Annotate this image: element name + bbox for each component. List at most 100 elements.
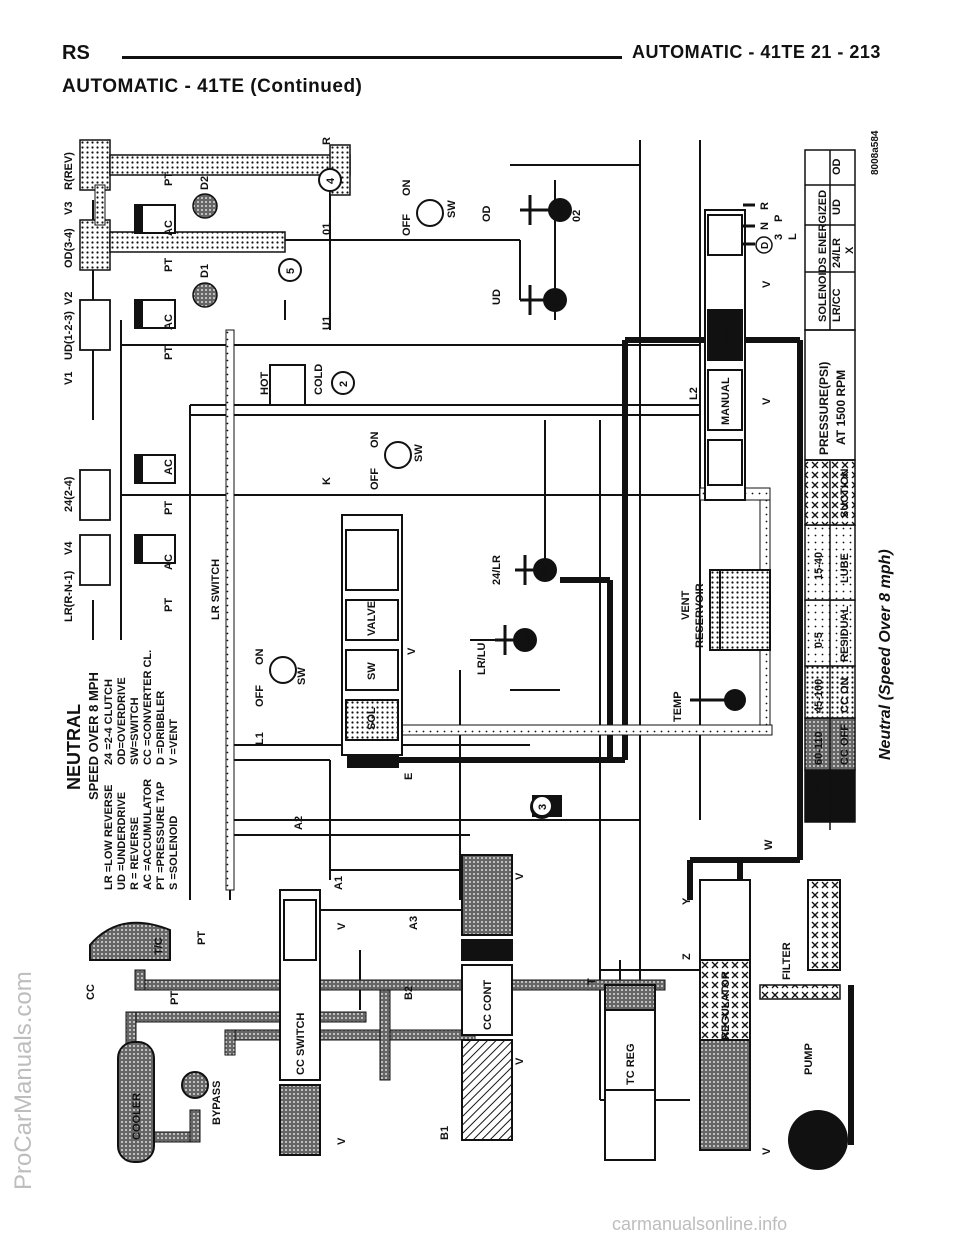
label-vent-a: VENT — [680, 590, 692, 620]
passage-24-lr: 24/LR — [491, 555, 503, 585]
passage-a3: A3 — [408, 916, 420, 930]
solenoids-header-0v: LR/CC — [831, 288, 843, 322]
switch1-on: ON — [254, 648, 266, 665]
passage-k: K — [321, 477, 333, 485]
legend-left-4: PT =PRESSURE TAP — [155, 782, 167, 890]
switch1-sw: SW — [296, 667, 308, 685]
header-rule — [122, 56, 622, 59]
label-cooler: COOLER — [131, 1093, 143, 1140]
passage-l2: L2 — [688, 387, 700, 400]
legend-right-5: V =VENT — [168, 719, 180, 765]
switch3-off: OFF — [401, 214, 413, 236]
switch3-sw: SW — [446, 200, 458, 218]
solenoids-title: SOLENOIDS ENERGIZED — [817, 190, 829, 322]
passage-v4: V4 — [63, 541, 75, 555]
passage-a2: A2 — [293, 816, 305, 830]
label-circle-4: 4 — [325, 177, 337, 184]
label-hot: HOT — [259, 372, 271, 396]
label-circle-2: 2 — [338, 381, 350, 387]
passage-v2: V2 — [63, 292, 75, 305]
pressure-value-0: 120-145 — [813, 780, 825, 820]
passage-v1: V1 — [63, 372, 75, 385]
tag-v-6: V — [761, 1147, 773, 1155]
tag-pt-4: PT — [163, 501, 175, 515]
diagram-subtitle: SPEED OVER 8 MPH — [86, 672, 101, 800]
passage-v3: V3 — [63, 202, 75, 215]
pressure-name-5: SUCTION — [839, 468, 851, 518]
passage-01: 01 — [321, 223, 333, 235]
tag-pt-6: PT — [196, 931, 208, 945]
legend-right-2: SW=SWITCH — [129, 697, 141, 765]
pressure-subtitle: AT 1500 RPM — [834, 370, 848, 445]
passage-ud: UD — [491, 289, 503, 305]
tag-d2: D2 — [199, 176, 211, 190]
passage-e: E — [403, 773, 415, 780]
legend-right-3: CC =CONVERTER CL. — [142, 650, 154, 765]
passage-lr-lu: LR/LU — [476, 643, 488, 675]
pressure-name-3: RESIDUAL — [839, 605, 851, 662]
tag-v-1: V — [406, 647, 418, 655]
tag-v-7: V — [761, 397, 773, 405]
solenoids-row-1: X — [844, 246, 856, 254]
solenoids-header-3: OD — [831, 158, 843, 175]
switch2-sw: SW — [413, 444, 425, 462]
gear-d: D — [760, 242, 771, 249]
tag-v-4: V — [514, 1057, 526, 1065]
pressure-value-1: 60-110 — [813, 731, 825, 765]
diagram-id-code: 8008a584 — [870, 130, 881, 175]
passage-02: 02 — [571, 210, 583, 222]
header-section-code: RS — [62, 42, 90, 64]
passage-l1: L1 — [254, 732, 266, 745]
label-cc-cont: CC CONT — [482, 980, 494, 1030]
clutch-label-ud: UD(1-2-3) — [63, 311, 75, 360]
label-cc: CC — [85, 984, 97, 1000]
clutch-label-24: 24(2-4) — [63, 476, 75, 512]
legend-right-4: D =DRIBBLER — [155, 691, 167, 765]
passage-z: Z — [681, 953, 693, 960]
label-temp: TEMP — [672, 691, 684, 722]
label-manual-valve-a: MANUAL — [720, 377, 732, 425]
switch1-off: OFF — [254, 685, 266, 707]
pressure-name-0: LINE — [839, 785, 851, 810]
label-s1: S1 — [551, 295, 561, 306]
label-tc: T/C — [153, 937, 165, 955]
tag-pt-2: PT — [163, 258, 175, 272]
label-circle-5: 5 — [285, 268, 297, 274]
label-manual-valve-b: VALVE — [720, 320, 732, 355]
passage-u1: U1 — [321, 316, 333, 330]
passage-od: OD — [481, 205, 493, 222]
pressure-value-2: 45-100 — [813, 679, 825, 713]
legend-right-0: 24 =2-4 CLUTCH — [103, 679, 115, 765]
label-lr-switch: LR SWITCH — [210, 559, 222, 620]
tag-pt-7: PT — [169, 991, 181, 1005]
label-sol: SOL — [366, 707, 378, 730]
tag-v-8: V — [761, 280, 773, 288]
tag-ac-1: AC — [163, 220, 175, 236]
tag-ac-3: AC — [163, 459, 175, 475]
passage-a1: A1 — [333, 876, 345, 890]
passage-b1: B1 — [439, 1126, 451, 1140]
pressure-name-4: LUBE — [839, 553, 851, 583]
tag-d1: D1 — [199, 264, 211, 278]
label-s2: S2 — [556, 205, 566, 216]
page-subtitle: AUTOMATIC - 41TE (Continued) — [62, 76, 363, 97]
solenoids-header-2: UD — [831, 199, 843, 215]
tag-v-5: V — [336, 1137, 348, 1145]
label-sw: SW — [366, 662, 378, 680]
tag-pt-3: PT — [163, 346, 175, 360]
switch3-on: ON — [401, 179, 413, 196]
tag-ac-4: AC — [163, 554, 175, 570]
clutch-label-lr: LR(R-N-1) — [63, 570, 75, 622]
solenoids-header-1: 24/LR — [831, 238, 843, 268]
tag-pt-1: PT — [163, 172, 175, 186]
gear-r: R — [759, 202, 771, 210]
legend-left-1: UD =UNDERDRIVE — [116, 792, 128, 890]
watermark-bottom: carmanualsonline.info — [612, 1214, 788, 1234]
pressure-name-1: CC OFF — [839, 724, 851, 765]
label-bypass: BYPASS — [211, 1081, 223, 1125]
label-regulator: REGULATOR — [720, 971, 732, 1040]
diagram-caption: Neutral (Speed Over 8 mph) — [877, 549, 894, 760]
tag-v-2: V — [336, 922, 348, 930]
label-vent-b: RESERVOIR — [694, 583, 706, 648]
